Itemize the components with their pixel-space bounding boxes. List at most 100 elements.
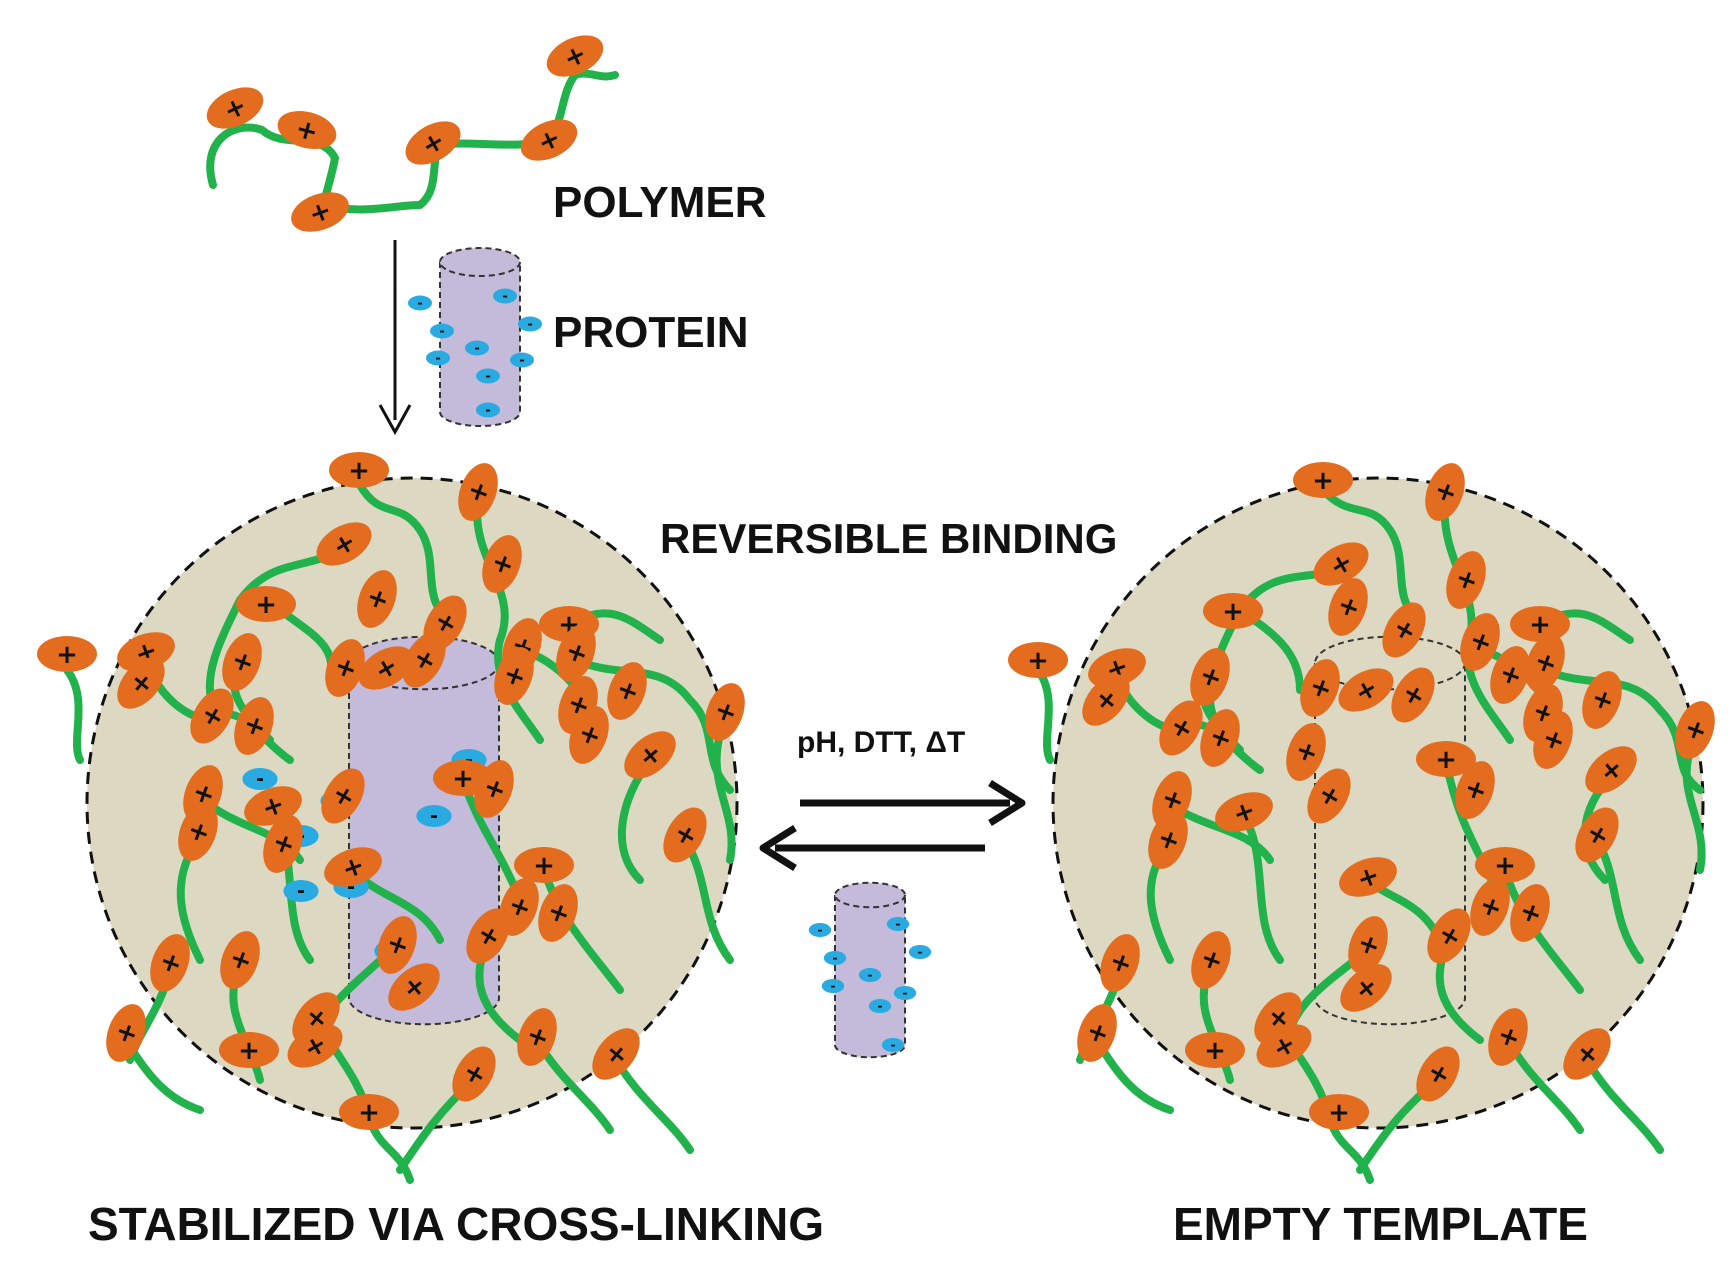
positive-charge-bead: +: [1215, 792, 1273, 832]
positive-charge-bead: +: [1286, 723, 1326, 781]
negative-charge: -: [518, 316, 542, 333]
positive-charge-bead: +: [1416, 1046, 1460, 1102]
positive-charge-bead: +: [263, 815, 303, 873]
positive-charge-bead: +: [1455, 761, 1495, 819]
positive-charge-bead: +: [1475, 847, 1535, 883]
svg-text:-: -: [474, 341, 480, 357]
forward-arrow-icon: [800, 780, 1026, 826]
negative-charge: -: [408, 295, 432, 312]
polymer-label: POLYMER: [553, 178, 767, 227]
down-arrow-icon: [378, 240, 412, 436]
positive-charge-bead: +: [1470, 878, 1510, 936]
positive-charge-bead: +: [546, 35, 604, 77]
positive-charge-bead: +: [402, 632, 446, 688]
svg-text:+: +: [1027, 646, 1049, 676]
positive-charge-bead: +: [236, 586, 296, 622]
positive-charge-bead: +: [206, 87, 264, 129]
released-protein-cylinder: ---------: [808, 881, 932, 1059]
svg-text:-: -: [417, 296, 423, 312]
protein-cylinder-top: ---------: [408, 247, 542, 427]
positive-charge-bead: +: [520, 119, 578, 161]
positive-charge-bead: +: [466, 908, 510, 964]
positive-charge-bead: +: [316, 522, 372, 566]
positive-charge-bead: +: [324, 847, 382, 887]
positive-charge-bead: +: [1525, 634, 1565, 692]
negative-charge: -: [881, 1037, 905, 1052]
positive-charge-bead: +: [1446, 551, 1486, 609]
negative-charge: -: [242, 768, 278, 791]
positive-charge-bead: +: [1510, 884, 1550, 942]
svg-text:-: -: [485, 403, 491, 419]
polymer-chain: [612, 1056, 694, 1154]
positive-charge-bead: +: [388, 963, 440, 1011]
svg-text:-: -: [435, 351, 441, 367]
positive-charge-bead: +: [705, 683, 745, 741]
negative-charge: -: [858, 967, 882, 982]
svg-text:-: -: [430, 805, 438, 828]
negative-charge: -: [283, 880, 319, 903]
svg-text:+: +: [1204, 1036, 1226, 1066]
svg-text:-: -: [347, 876, 355, 899]
positive-charge-bead: +: [1082, 674, 1130, 726]
positive-charge-bead: +: [150, 934, 190, 992]
svg-text:-: -: [817, 922, 822, 937]
positive-charge-bead: +: [222, 633, 262, 691]
negative-charge: -: [808, 922, 832, 937]
positive-charge-bead: +: [1159, 700, 1203, 756]
positive-charge-bead: +: [358, 646, 414, 690]
positive-charge-bead: +: [1328, 578, 1368, 636]
protein-label: PROTEIN: [553, 308, 749, 357]
positive-charge-bead: +: [1309, 1094, 1369, 1130]
positive-charge-bead: +: [220, 931, 260, 989]
positive-charge-bead: +: [1338, 668, 1394, 712]
svg-text:-: -: [877, 998, 882, 1013]
svg-text:+: +: [255, 590, 277, 620]
positive-charge-bead: +: [321, 768, 365, 824]
svg-text:+: +: [238, 1036, 260, 1066]
positive-charge-bead: +: [494, 647, 534, 705]
negative-charge: -: [416, 805, 452, 828]
negative-charge: -: [476, 368, 500, 385]
positive-charge-bead: +: [624, 731, 676, 779]
positive-charge-bead: +: [1416, 741, 1476, 777]
positive-charge-bead: +: [538, 884, 578, 942]
negative-charge: -: [886, 916, 910, 931]
negative-charge: -: [893, 985, 917, 1000]
polymer-chain: [1034, 666, 1054, 764]
negative-charge: -: [821, 978, 845, 993]
positive-charge-bead: +: [219, 1032, 279, 1068]
positive-charge-bead: +: [178, 803, 218, 861]
negative-charge: -: [465, 340, 489, 357]
positive-charge-bead: +: [1348, 916, 1388, 974]
positive-charge-bead: +: [1100, 934, 1140, 992]
positive-charge-bead: +: [1313, 542, 1369, 586]
svg-text:+: +: [452, 764, 474, 794]
positive-charge-bead: +: [1575, 807, 1619, 863]
positive-charge-bead: +: [1675, 701, 1715, 759]
positive-charge-bead: +: [1425, 463, 1465, 521]
stabilized-label: STABILIZED VIA CROSS-LINKING: [88, 1198, 824, 1250]
positive-charge-bead: +: [1256, 1024, 1312, 1068]
positive-charge-bead: +: [458, 463, 498, 521]
svg-text:+: +: [1494, 851, 1516, 881]
reversible-binding-label: REVERSIBLE BINDING: [660, 515, 1117, 562]
svg-text:-: -: [895, 916, 900, 931]
positive-charge-bead: +: [117, 657, 165, 709]
positive-charge-bead: +: [1460, 613, 1500, 671]
negative-charge: -: [510, 352, 534, 369]
positive-charge-bead: +: [1191, 931, 1231, 989]
polymer-chain: [63, 666, 84, 764]
positive-charge-bead: +: [1300, 659, 1340, 717]
positive-charge-bead: +: [452, 1046, 496, 1102]
positive-charge-bead: +: [1200, 709, 1240, 767]
positive-charge-bead: +: [1190, 648, 1230, 706]
positive-charge-bead: +: [556, 624, 596, 682]
positive-charge-bead: +: [37, 636, 97, 672]
positive-charge-bead: +: [1488, 1008, 1528, 1066]
negative-charge: -: [823, 950, 847, 965]
positive-charge-bead: +: [1148, 811, 1188, 869]
svg-text:-: -: [890, 1037, 895, 1052]
svg-text:+: +: [1435, 745, 1457, 775]
svg-text:-: -: [917, 944, 922, 959]
